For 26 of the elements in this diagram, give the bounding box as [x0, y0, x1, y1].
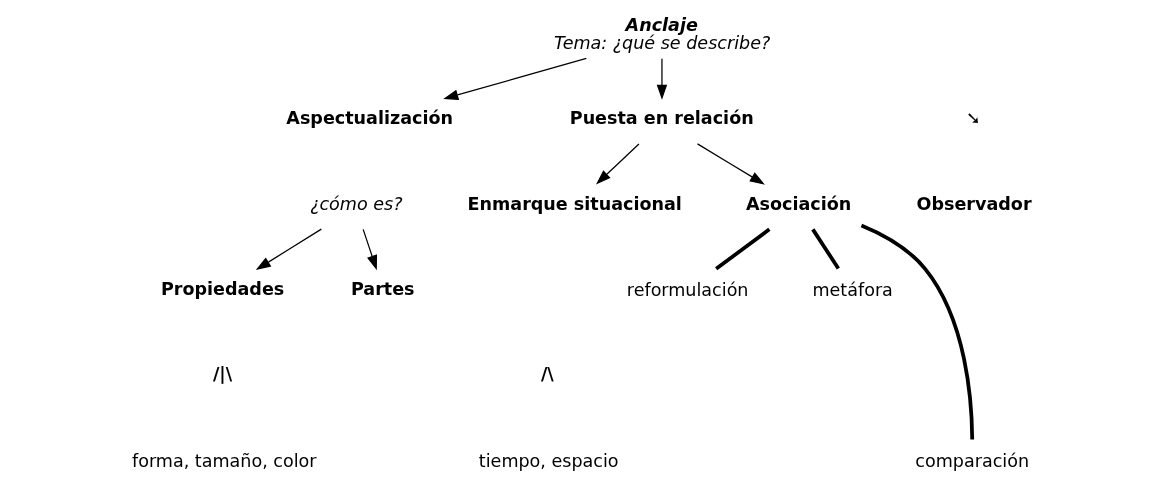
- connector: [811, 228, 840, 270]
- arrow: [255, 228, 322, 270]
- node-text: Asociación: [745, 193, 852, 214]
- node-text: ¿cómo es?: [310, 193, 403, 214]
- node-text: comparación: [915, 450, 1030, 471]
- label: /|\: [212, 364, 233, 385]
- node-text: tiempo, espacio: [478, 450, 619, 471]
- node-text: reformulación: [626, 280, 749, 301]
- label: /\: [540, 364, 554, 385]
- node-text: Observador: [916, 193, 1032, 214]
- arrow: [443, 57, 587, 100]
- arrow: [596, 143, 640, 185]
- node-text: Partes: [350, 279, 415, 300]
- arrow: [656, 58, 668, 100]
- node-text: Anclaje Tema: ¿qué se describe?: [554, 15, 771, 53]
- node-text: Aspectualización: [286, 108, 453, 129]
- node-text: forma, tamaño, color: [132, 450, 317, 471]
- connector: [715, 227, 771, 271]
- connector: [860, 223, 975, 440]
- node-text: Puesta en relación: [569, 108, 754, 129]
- node-text: Enmarque situacional: [467, 193, 682, 214]
- arrow: [362, 228, 378, 271]
- arrow: [696, 143, 765, 185]
- node-text: metáfora: [812, 280, 893, 301]
- node-text: Propiedades: [160, 279, 285, 300]
- label: ➘: [966, 108, 981, 129]
